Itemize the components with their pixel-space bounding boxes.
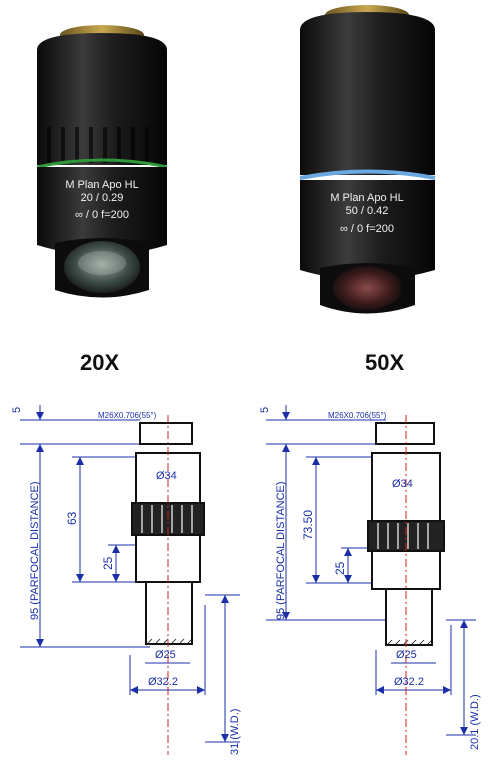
dim-thread: M26X0.706(55°) xyxy=(328,411,387,420)
dim-parfocal: 95 (PARFOCAL DISTANCE) xyxy=(29,481,41,620)
green-ring xyxy=(36,158,168,169)
engraving-focal: ∞ / 0 f=200 xyxy=(340,223,394,235)
engraving-na: 50 / 0.42 xyxy=(346,205,389,217)
dim-diam-body: Ø34 xyxy=(156,470,177,482)
dim-wd: 20.1 (W.D.) xyxy=(469,694,481,750)
engraving-na: 20 / 0.29 xyxy=(81,192,124,204)
engraving-model: M Plan Apo HL xyxy=(330,192,403,204)
dim-body: 25 xyxy=(101,556,115,570)
dim-height: 63 xyxy=(65,511,79,525)
magnification-50x: 50X xyxy=(365,350,405,375)
dim-body: 25 xyxy=(333,561,347,575)
blue-ring xyxy=(299,169,436,180)
objective-photo-20x: M Plan Apo HL 20 / 0.29 ∞ / 0 f=200 xyxy=(36,25,168,298)
dim-thread: M26X0.706(55°) xyxy=(98,411,157,420)
dim-diam-tip: Ø25 xyxy=(396,649,417,661)
dim-wd: 31 (W.D.) xyxy=(229,709,241,755)
objective-photo-50x: M Plan Apo HL 50 / 0.42 ∞ / 0 f=200 xyxy=(299,5,436,314)
dim-diam-bottom: Ø32.2 xyxy=(148,676,178,688)
dim-top: 5 xyxy=(259,407,271,413)
dim-diam-bottom: Ø32.2 xyxy=(394,676,424,688)
engraving-model: M Plan Apo HL xyxy=(65,179,138,191)
dim-top: 5 xyxy=(11,407,23,413)
dim-height: 73.50 xyxy=(301,510,315,540)
dim-diam-tip: Ø25 xyxy=(155,649,176,661)
magnification-20x: 20X xyxy=(80,350,120,375)
technical-drawing-50x: 5 M26X0.706(55°) 95 (PARFOCAL DISTANCE) … xyxy=(259,405,481,755)
technical-drawing-20x: 5 M26X0.706(55°) 95 (PARFOCAL DISTANCE) … xyxy=(11,405,241,755)
dim-parfocal: 95 (PARFOCAL DISTANCE) xyxy=(275,481,287,620)
dim-diam-body: Ø34 xyxy=(392,478,413,490)
engraving-focal: ∞ / 0 f=200 xyxy=(75,209,129,221)
